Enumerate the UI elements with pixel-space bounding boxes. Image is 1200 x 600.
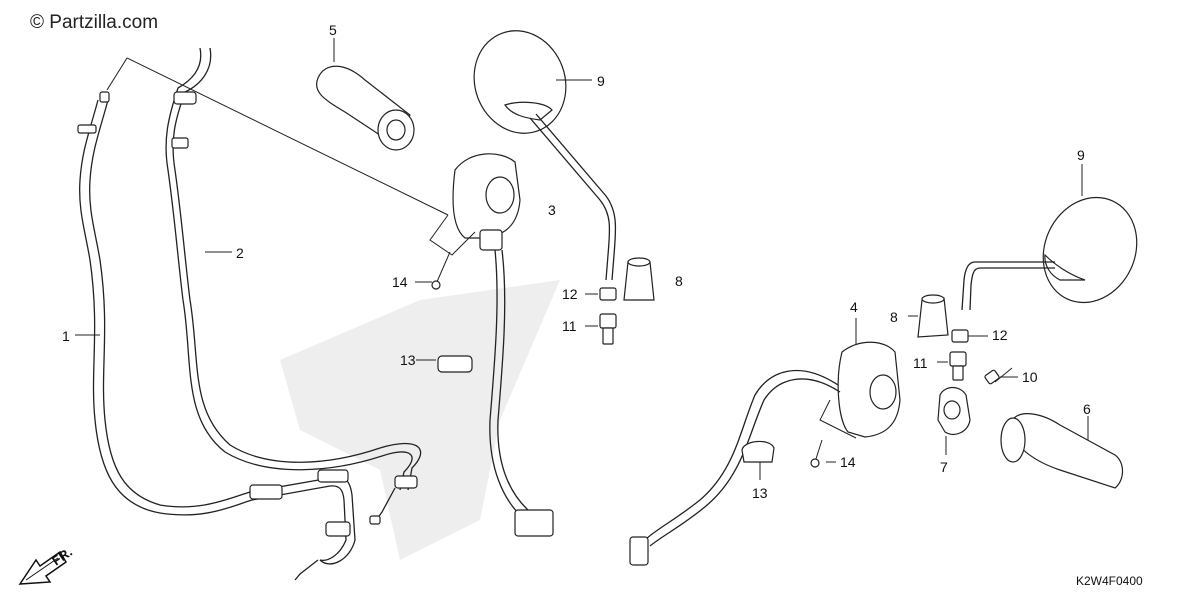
throttle-cable-part-1[interactable]: [77, 91, 356, 581]
bolt-part-11-left[interactable]: [949, 351, 967, 381]
callout-4: 4: [850, 299, 858, 315]
callout-9-right: 9: [597, 73, 605, 89]
callout-8-right: 8: [675, 273, 683, 289]
callout-12-left: 12: [992, 327, 1008, 343]
nut-part-12-right[interactable]: [599, 287, 617, 301]
front-direction-arrow-icon: [18, 550, 68, 585]
callout-7: 7: [940, 459, 948, 475]
nut-part-12-left[interactable]: [951, 329, 969, 343]
screw-part-14-right[interactable]: [431, 251, 451, 290]
screw-part-14-left[interactable]: [810, 439, 823, 468]
callout-11-right: 11: [562, 318, 577, 334]
grip-part-6[interactable]: [1000, 413, 1124, 489]
watermark: © Partzilla.com: [30, 12, 158, 33]
callout-5: 5: [329, 22, 337, 38]
holder-part-7[interactable]: [937, 386, 971, 435]
callout-14-left: 14: [840, 454, 856, 470]
callout-6: 6: [1083, 401, 1091, 417]
leader-lines: [75, 38, 1089, 480]
callout-1: 1: [62, 328, 70, 344]
callout-3: 3: [548, 202, 556, 218]
cap-part-8-left[interactable]: [917, 294, 949, 338]
callout-9-left: 9: [1077, 147, 1085, 163]
weight-part-13-right[interactable]: [437, 355, 473, 373]
mirror-part-9-right[interactable]: [460, 18, 617, 281]
screw-part-10[interactable]: [984, 367, 1013, 385]
cap-part-8-right[interactable]: [623, 257, 655, 301]
callout-8-left: 8: [890, 309, 898, 325]
throttle-cable-part-2[interactable]: [165, 47, 422, 525]
right-handlebar-switch-part-3[interactable]: [452, 153, 554, 537]
diagram-code: K2W4F0400: [1076, 574, 1143, 588]
bolt-part-11-right[interactable]: [599, 313, 617, 345]
callout-13-left: 13: [752, 485, 768, 501]
weight-part-13-left[interactable]: [741, 440, 775, 463]
callout-2: 2: [236, 245, 244, 261]
callout-13-right: 13: [400, 352, 416, 368]
callout-14-right: 14: [392, 274, 408, 290]
throttle-grip-part-5[interactable]: [316, 65, 415, 151]
left-handlebar-switch-part-4[interactable]: [629, 341, 901, 566]
callout-10: 10: [1022, 369, 1038, 385]
callout-12-right: 12: [562, 286, 578, 302]
callout-11-left: 11: [913, 355, 928, 371]
mirror-part-9-left[interactable]: [961, 182, 1154, 318]
